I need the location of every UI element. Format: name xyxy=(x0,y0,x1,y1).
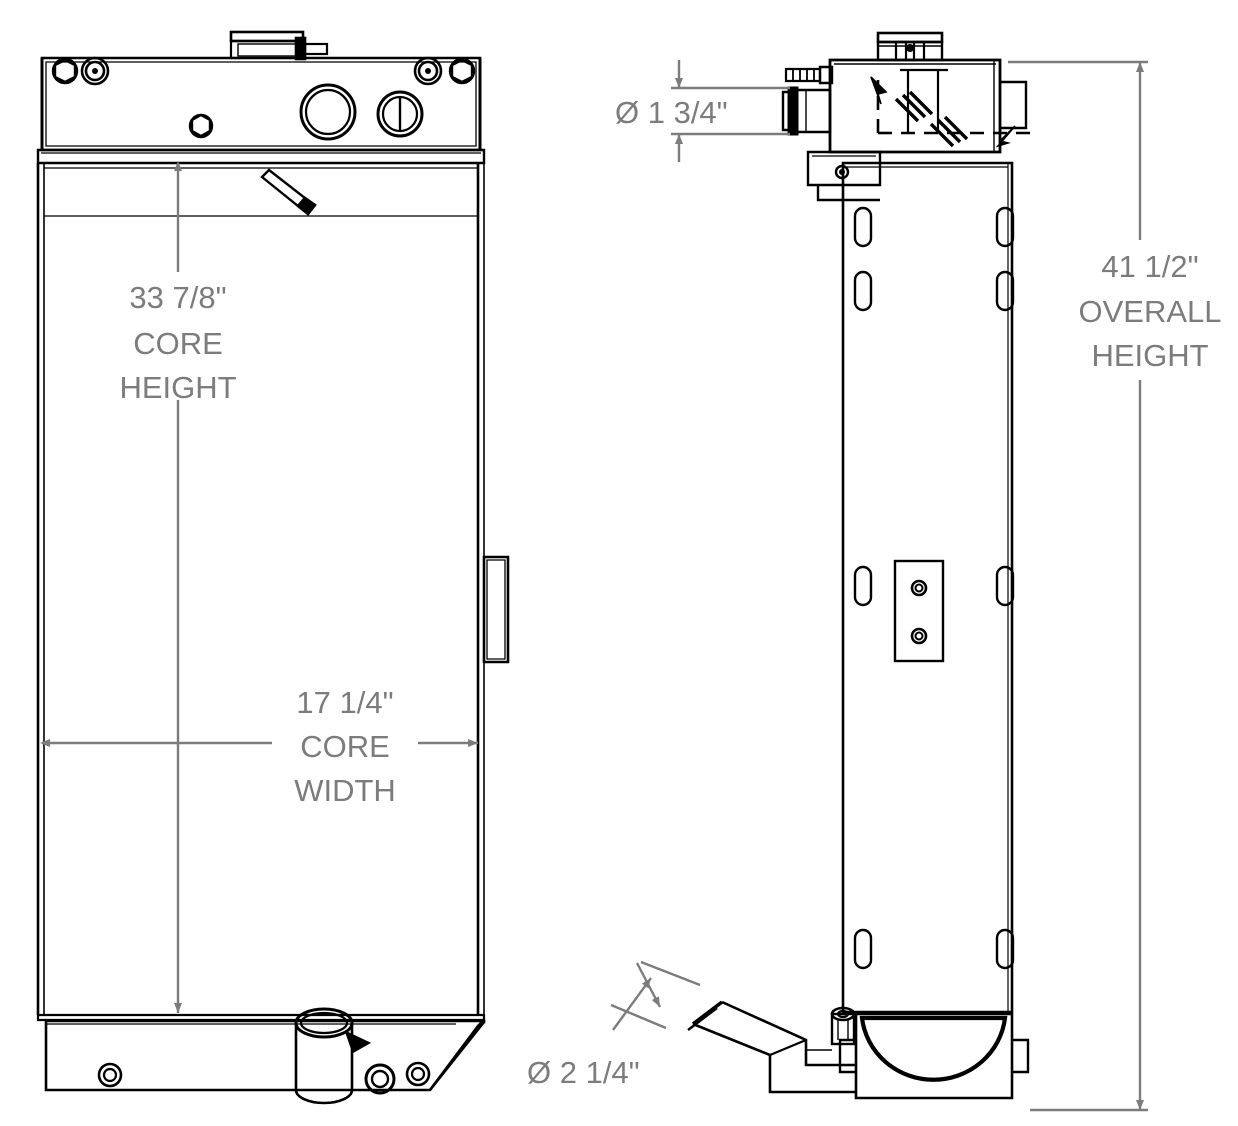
slot-bottom-right xyxy=(995,928,1015,970)
mount-hole-right-2 xyxy=(405,1061,431,1087)
overall-height-label-2: HEIGHT xyxy=(1091,338,1208,373)
mount-hole-right-1 xyxy=(364,1063,396,1095)
inlet-diameter-value: Ø 1 3/4" xyxy=(615,95,728,130)
dimension-overall-height xyxy=(1008,60,1148,1112)
dimension-overall-height-text: 41 1/2" OVERALL HEIGHT xyxy=(1078,249,1221,373)
slot-bottom-left xyxy=(853,928,873,970)
slot-mid-left xyxy=(853,270,873,312)
hex-fitting-right-2 xyxy=(448,57,476,85)
side-view xyxy=(687,31,1038,1100)
dimension-layer xyxy=(40,60,1148,1112)
bottom-tank-side xyxy=(838,1012,1030,1100)
core-width-value: 17 1/4" xyxy=(296,685,393,720)
tank-flange-side xyxy=(806,150,882,202)
hex-fitting-left-2 xyxy=(80,56,110,86)
slot-lower-left xyxy=(853,565,873,607)
bracket-hole-lower xyxy=(910,627,928,645)
slot-upper-right xyxy=(995,206,1015,248)
dimension-outlet-diameter xyxy=(610,960,701,1031)
hex-fitting-right-1 xyxy=(413,56,443,86)
outlet-elbow xyxy=(687,1000,856,1094)
filler-port-divided xyxy=(376,90,424,138)
hex-fitting-left-1 xyxy=(51,57,79,85)
overflow-nipple xyxy=(784,65,834,85)
dimension-inlet-diameter-text: Ø 1 3/4" xyxy=(615,95,728,130)
bracket-hole-upper xyxy=(910,579,928,597)
section-arrows xyxy=(870,68,1038,148)
inlet-neck xyxy=(781,86,832,136)
radiator-cap xyxy=(229,30,329,61)
dimension-text-layer: 33 7/8" CORE HEIGHT 17 1/4" CORE WIDTH Ø… xyxy=(119,95,1221,1090)
slot-mid-right xyxy=(995,270,1015,312)
radiator-cap-side xyxy=(876,31,944,62)
dimension-inlet-diameter xyxy=(671,60,790,162)
core-side xyxy=(841,161,1014,1014)
dimension-outlet-diameter-text: Ø 2 1/4" xyxy=(527,1055,640,1090)
filler-port-large xyxy=(299,83,357,141)
overall-height-value: 41 1/2" xyxy=(1101,249,1198,284)
overall-height-label-1: OVERALL xyxy=(1078,294,1221,329)
dimension-core-width-text: 17 1/4" CORE WIDTH xyxy=(294,685,396,808)
core-angled-nipple xyxy=(260,168,317,216)
core-height-value: 33 7/8" xyxy=(129,280,226,315)
core-width-label-1: CORE xyxy=(300,729,390,764)
core-height-label-1: CORE xyxy=(133,326,223,361)
side-mount-tab xyxy=(482,555,510,664)
slot-upper-left xyxy=(853,206,873,248)
dimension-core-height-text: 33 7/8" CORE HEIGHT xyxy=(119,280,236,405)
outlet-tube xyxy=(294,1007,372,1105)
hex-fitting-center xyxy=(188,113,214,139)
slot-lower-right xyxy=(995,565,1015,607)
core xyxy=(36,163,485,1015)
mounting-bracket xyxy=(893,559,945,663)
front-view xyxy=(36,30,510,1105)
outlet-diameter-value: Ø 2 1/4" xyxy=(527,1055,640,1090)
core-height-label-2: HEIGHT xyxy=(119,370,236,405)
mount-hole-left xyxy=(97,1062,123,1088)
core-width-label-2: WIDTH xyxy=(294,773,396,808)
drain-plug xyxy=(830,1006,856,1046)
top-tank-side xyxy=(828,58,1028,154)
